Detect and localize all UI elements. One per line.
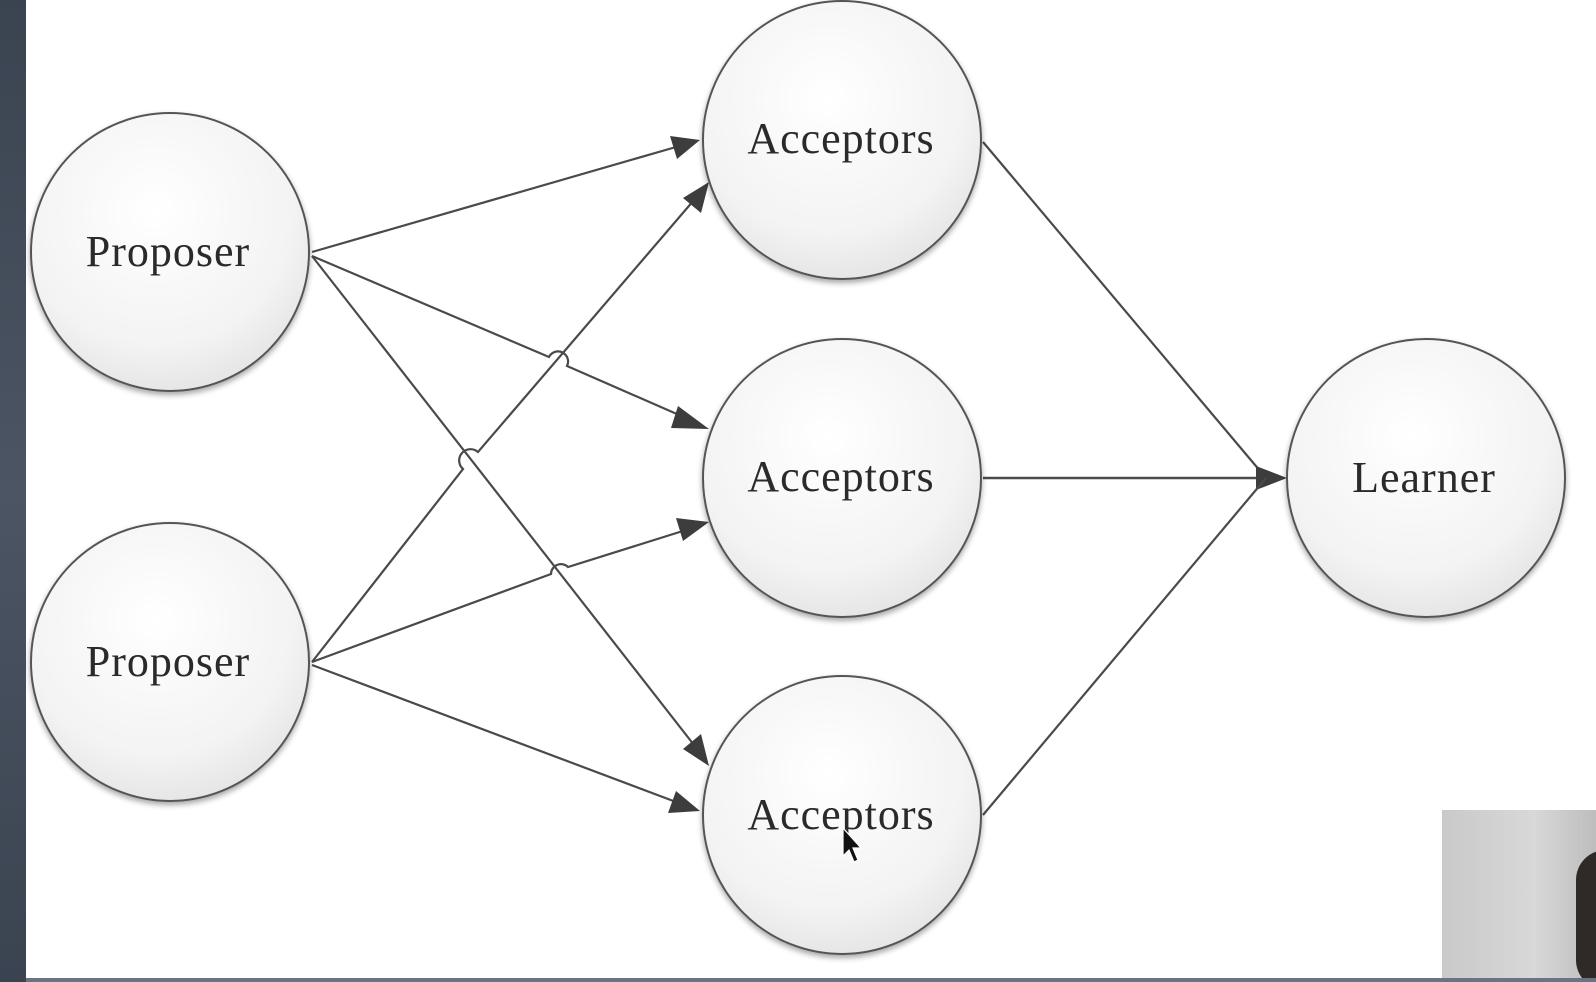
node-acceptors-1: Acceptors [702, 0, 982, 280]
node-label: Proposer [86, 637, 250, 686]
webcam-overlay [1442, 810, 1596, 978]
window-edge-bottom [26, 978, 1596, 982]
node-acceptors-3: Acceptors [702, 675, 982, 955]
mouse-cursor-icon [842, 826, 863, 863]
edge-acceptors-1-to-learner [982, 141, 1267, 479]
window-edge-left [0, 0, 26, 982]
node-acceptors-2: Acceptors [702, 338, 982, 618]
edge-proposer-1-to-acceptors-1 [311, 136, 700, 254]
presenter-silhouette [1576, 850, 1596, 978]
edge-acceptors-2-to-learner [983, 466, 1287, 490]
edge-proposer-2-to-acceptors-2 [311, 518, 709, 664]
edge-proposer-2-to-acceptors-1 [311, 182, 709, 663]
node-proposer-2: Proposer [30, 522, 310, 802]
node-label: Acceptors [747, 790, 934, 839]
edge-proposer-1-to-acceptors-3 [311, 255, 709, 766]
node-learner: Learner [1286, 338, 1566, 618]
node-label: Acceptors [747, 114, 934, 163]
edge-acceptors-3-to-learner [982, 477, 1267, 816]
node-label: Acceptors [747, 452, 934, 501]
edge-proposer-2-to-acceptors-3 [311, 663, 700, 813]
node-label: Learner [1352, 453, 1496, 502]
edge-proposer-1-to-acceptors-2 [311, 254, 709, 429]
node-proposer-1: Proposer [30, 112, 310, 392]
node-label: Proposer [86, 227, 250, 276]
